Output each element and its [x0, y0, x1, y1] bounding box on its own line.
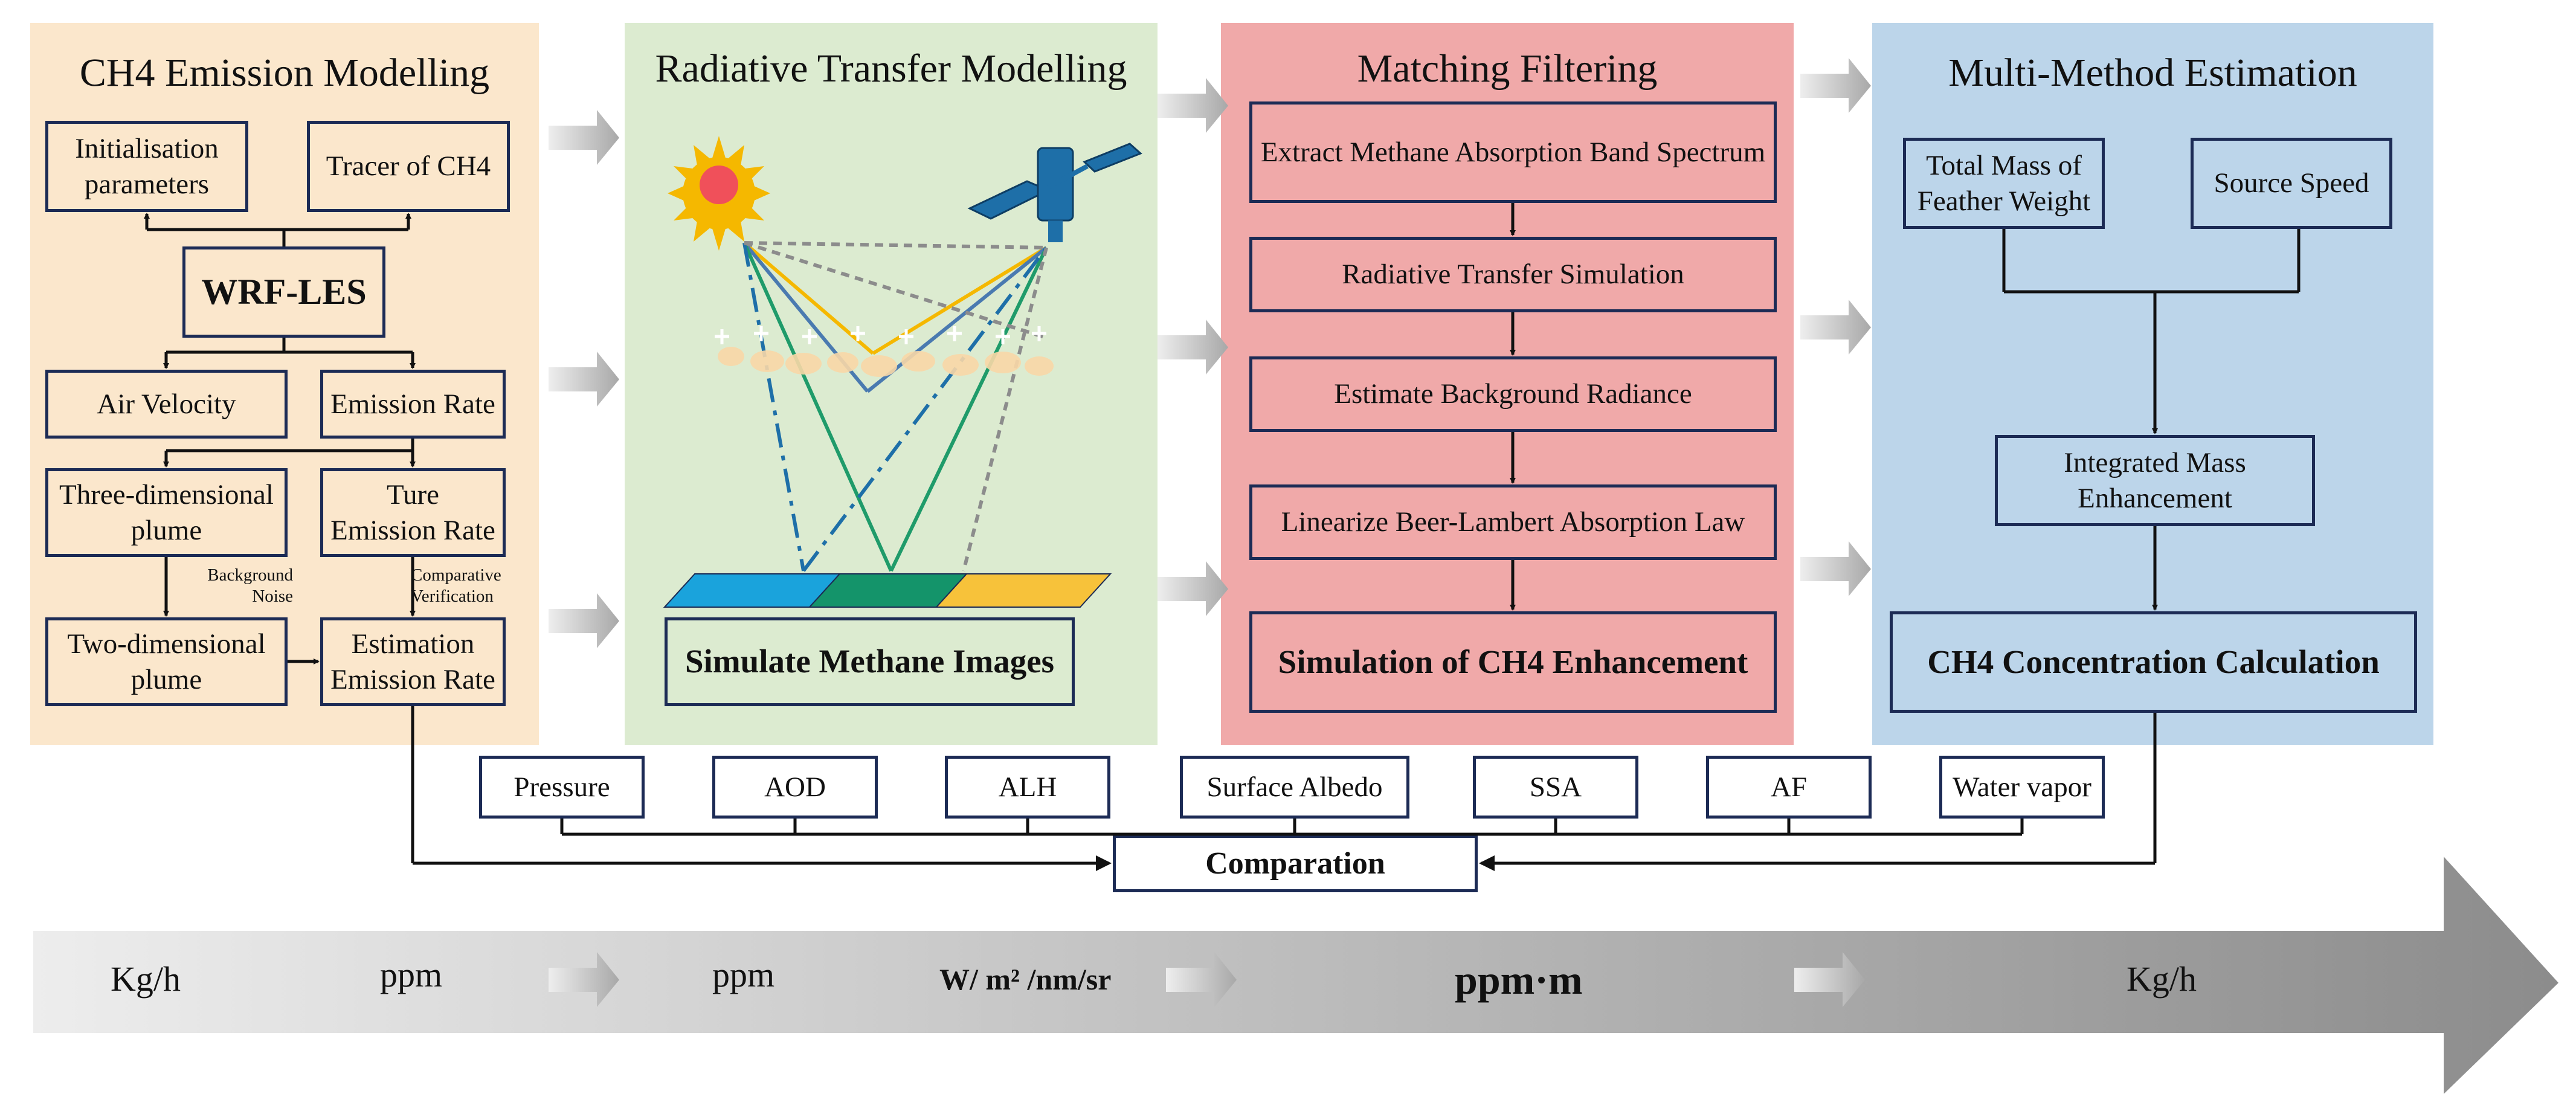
simulate-methane-images-box: Simulate Methane Images [665, 617, 1075, 706]
plume-icon [718, 347, 1054, 377]
panel-title: Matching Filtering [1357, 47, 1658, 91]
ch4-concentration-box: CH4 Concentration Calculation [1890, 611, 2417, 713]
units-arrow-shape [33, 857, 2558, 1094]
param-surface-albedo: Surface Albedo [1180, 756, 1409, 819]
param-aod: AOD [712, 756, 878, 819]
mf-step-extract: Extract Methane Absorption Band Spectrum [1249, 101, 1777, 203]
param-water-vapor: Water vapor [1939, 756, 2105, 819]
integrated-mass-box: Integrated Mass Enhancement [1995, 435, 2315, 526]
ground-surface-icon [663, 573, 1112, 608]
plume-markers [715, 326, 1046, 344]
mme-connectors [2002, 229, 2301, 611]
ch4-connectors [144, 213, 416, 664]
radiation-paths [742, 241, 1049, 572]
emission-rate-box: Emission Rate [320, 370, 506, 439]
panel-radiative-transfer: Radiative Transfer Modelling [625, 23, 1158, 745]
panel-matching-filtering: Matching Filtering [1221, 23, 1794, 745]
estimation-emission-rate-box: Estimation Emission Rate [320, 617, 506, 706]
panel-multi-method: Multi-Method Estimation [1872, 23, 2433, 745]
tracer-box: Tracer of CH4 [307, 121, 510, 212]
three-d-plume-box: Three-dimensional plume [45, 468, 288, 557]
unit-label-ppm-2: ppm [712, 955, 775, 994]
flow-arrow-icon [549, 58, 1871, 1007]
comparative-verification-note: Comparative Verification [411, 565, 501, 606]
air-velocity-box: Air Velocity [45, 370, 288, 439]
param-alh: ALH [945, 756, 1110, 819]
comparation-connectors [411, 706, 2157, 871]
mf-step-rt-simulation: Radiative Transfer Simulation [1249, 237, 1777, 312]
unit-label-radiance: W/ m² /nm/sr [939, 962, 1112, 996]
background-noise-note: Background Noise [207, 565, 293, 606]
mf-step-background: Estimate Background Radiance [1249, 356, 1777, 432]
unit-label-ppmm: ppm·m [1455, 957, 1583, 1003]
param-pressure: Pressure [479, 756, 645, 819]
mf-step-enhancement: Simulation of CH4 Enhancement [1249, 611, 1777, 713]
comparation-box: Comparation [1113, 835, 1478, 892]
init-params-box: Initialisation parameters [45, 121, 248, 212]
panel-title: Radiative Transfer Modelling [655, 47, 1127, 91]
true-emission-rate-box: Ture Emission Rate [320, 468, 506, 557]
panel-title: Multi-Method Estimation [1948, 51, 2357, 95]
param-af: AF [1706, 756, 1872, 819]
rtm-illustration [663, 136, 1142, 608]
wrf-les-box: WRF-LES [182, 246, 385, 338]
panel-title: CH4 Emission Modelling [79, 51, 490, 95]
total-mass-box: Total Mass of Feather Weight [1903, 138, 2105, 229]
satellite-icon [967, 143, 1142, 242]
mf-step-linearize: Linearize Beer-Lambert Absorption Law [1249, 484, 1777, 560]
param-ssa: SSA [1473, 756, 1638, 819]
unit-label-kgh-left: Kg/h [111, 959, 181, 999]
two-d-plume-box: Two-dimensional plume [45, 617, 288, 706]
unit-label-ppm-1: ppm [380, 955, 443, 994]
unit-label-kgh-right: Kg/h [2127, 959, 2197, 999]
source-speed-box: Source Speed [2191, 138, 2392, 229]
sun-icon [668, 136, 770, 251]
